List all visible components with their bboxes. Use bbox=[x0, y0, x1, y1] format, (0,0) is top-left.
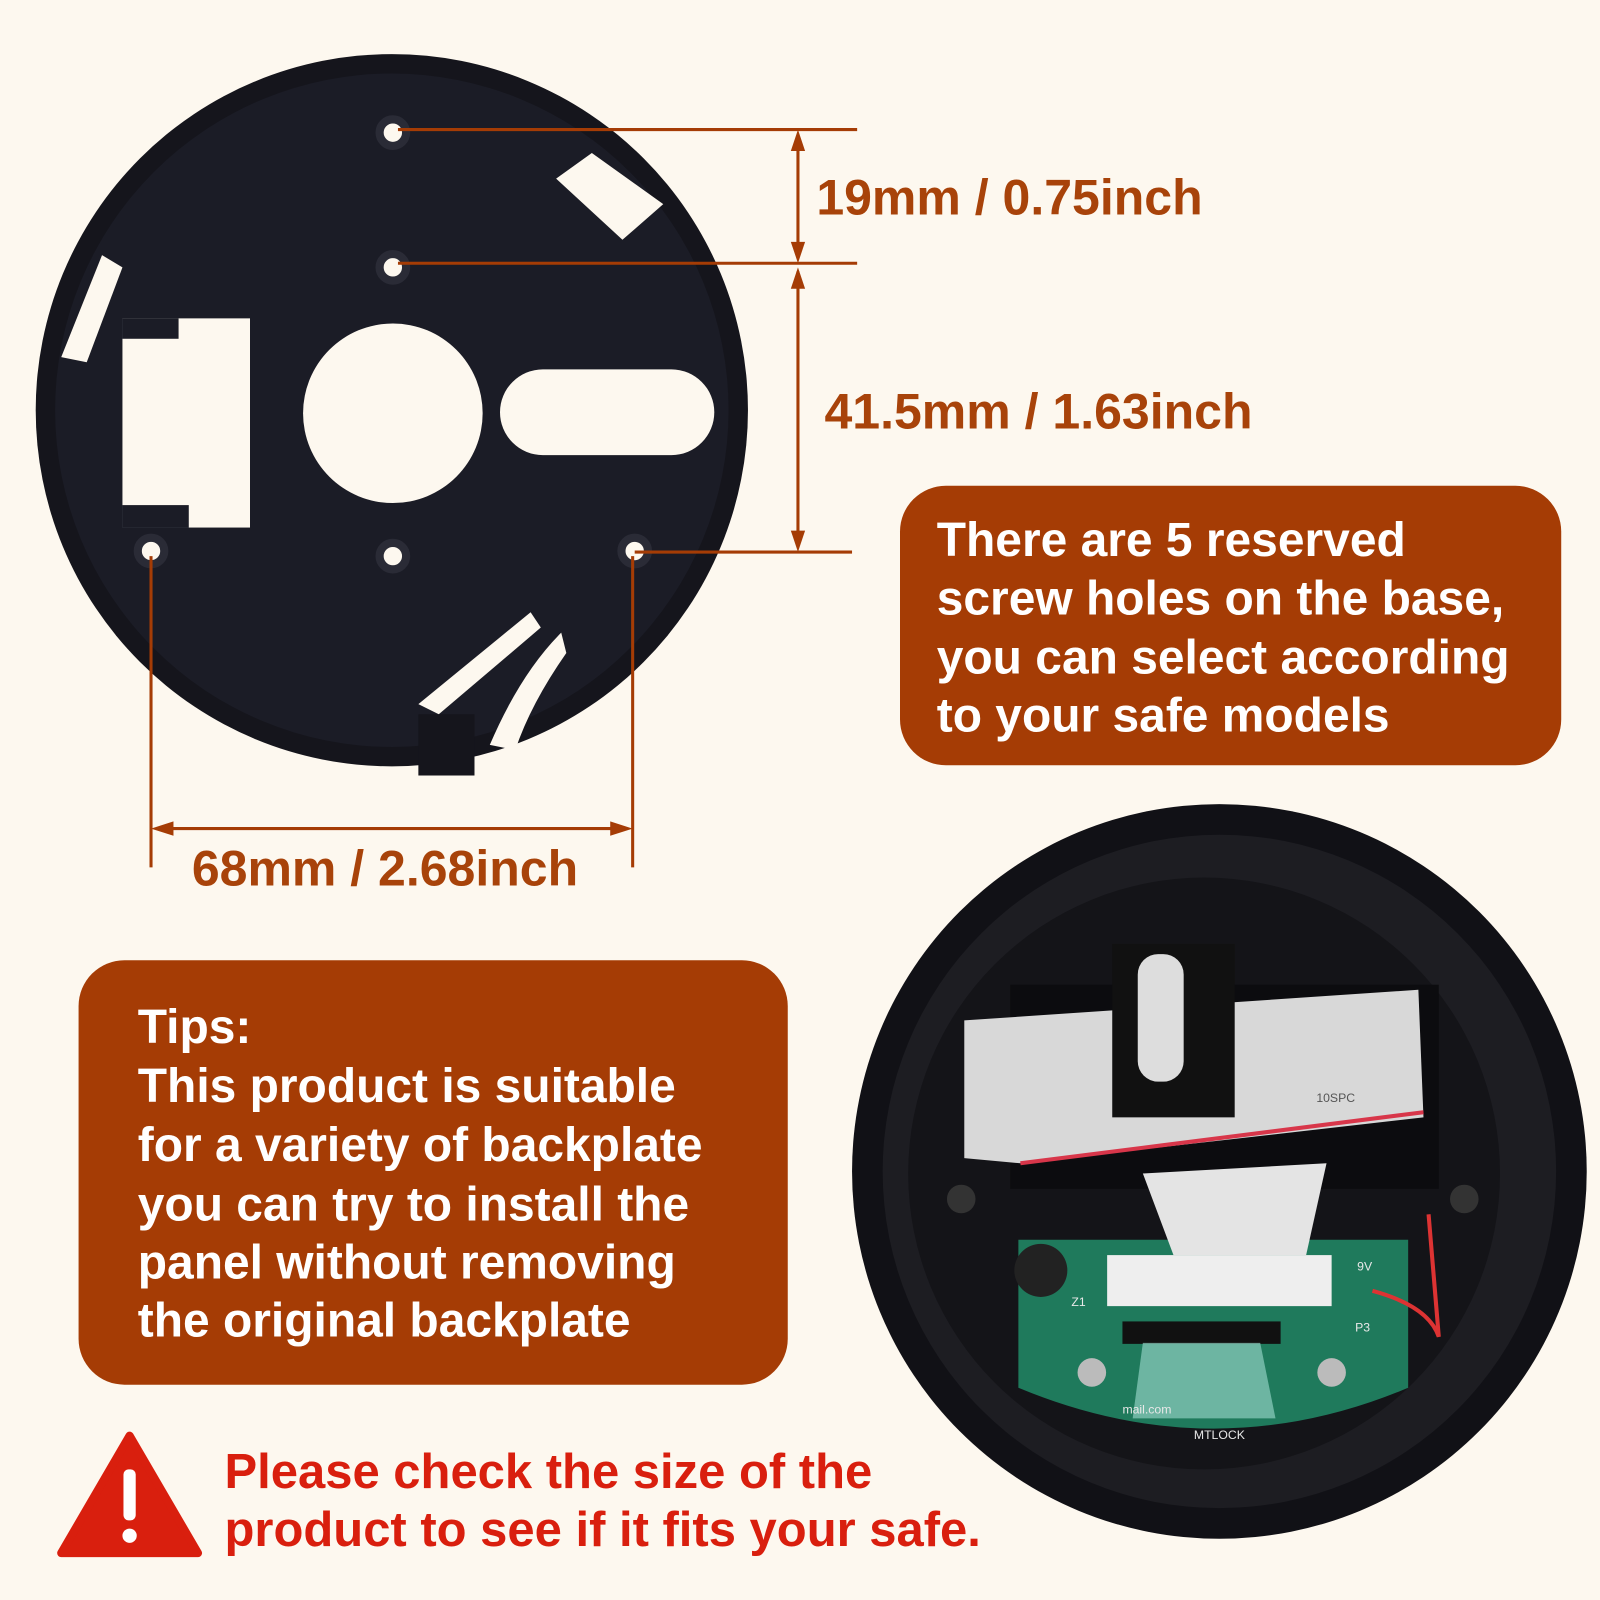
info-box: There are 5 reserved screw holes on the … bbox=[900, 485, 1562, 766]
info-line: to your safe models bbox=[937, 690, 1390, 743]
info-line: There are 5 reserved bbox=[937, 514, 1406, 567]
pcb-email-label: mail.com bbox=[1122, 1402, 1171, 1416]
dimension-lines bbox=[149, 128, 858, 868]
tips-line: for a variety of backplate bbox=[138, 1119, 703, 1172]
pcb-9v-label: 9V bbox=[1357, 1259, 1373, 1273]
warning-line: Please check the size of the bbox=[224, 1445, 872, 1499]
tips-line: This product is suitable bbox=[138, 1060, 676, 1113]
dimension-top-label: 19mm / 0.75inch bbox=[816, 169, 1202, 225]
lock-interior-image: MTLOCK mail.com Z1 P3 9V 10SPC bbox=[852, 804, 1587, 1539]
warning-line: product to see if it fits your safe. bbox=[224, 1503, 980, 1557]
backplate-image bbox=[35, 54, 748, 776]
pcb-p3-label: P3 bbox=[1355, 1321, 1370, 1335]
pcb-brand-label: MTLOCK bbox=[1194, 1428, 1246, 1442]
dimension-horizontal-label: 68mm / 2.68inch bbox=[192, 841, 578, 897]
tips-line: panel without removing bbox=[138, 1237, 676, 1290]
pcb-z1-label: Z1 bbox=[1071, 1295, 1085, 1309]
cable-label: 10SPC bbox=[1316, 1091, 1355, 1105]
tips-title: Tips: bbox=[138, 1001, 252, 1054]
dimension-vertical-label: 41.5mm / 1.63inch bbox=[824, 384, 1252, 440]
info-line: screw holes on the base, bbox=[937, 572, 1504, 625]
tips-box: Tips: This product is suitable for a var… bbox=[78, 960, 788, 1385]
warning-triangle-icon bbox=[57, 1431, 203, 1558]
info-line: you can select according bbox=[937, 631, 1510, 684]
tips-line: the original backplate bbox=[138, 1295, 631, 1348]
tips-line: you can try to install the bbox=[138, 1178, 689, 1231]
